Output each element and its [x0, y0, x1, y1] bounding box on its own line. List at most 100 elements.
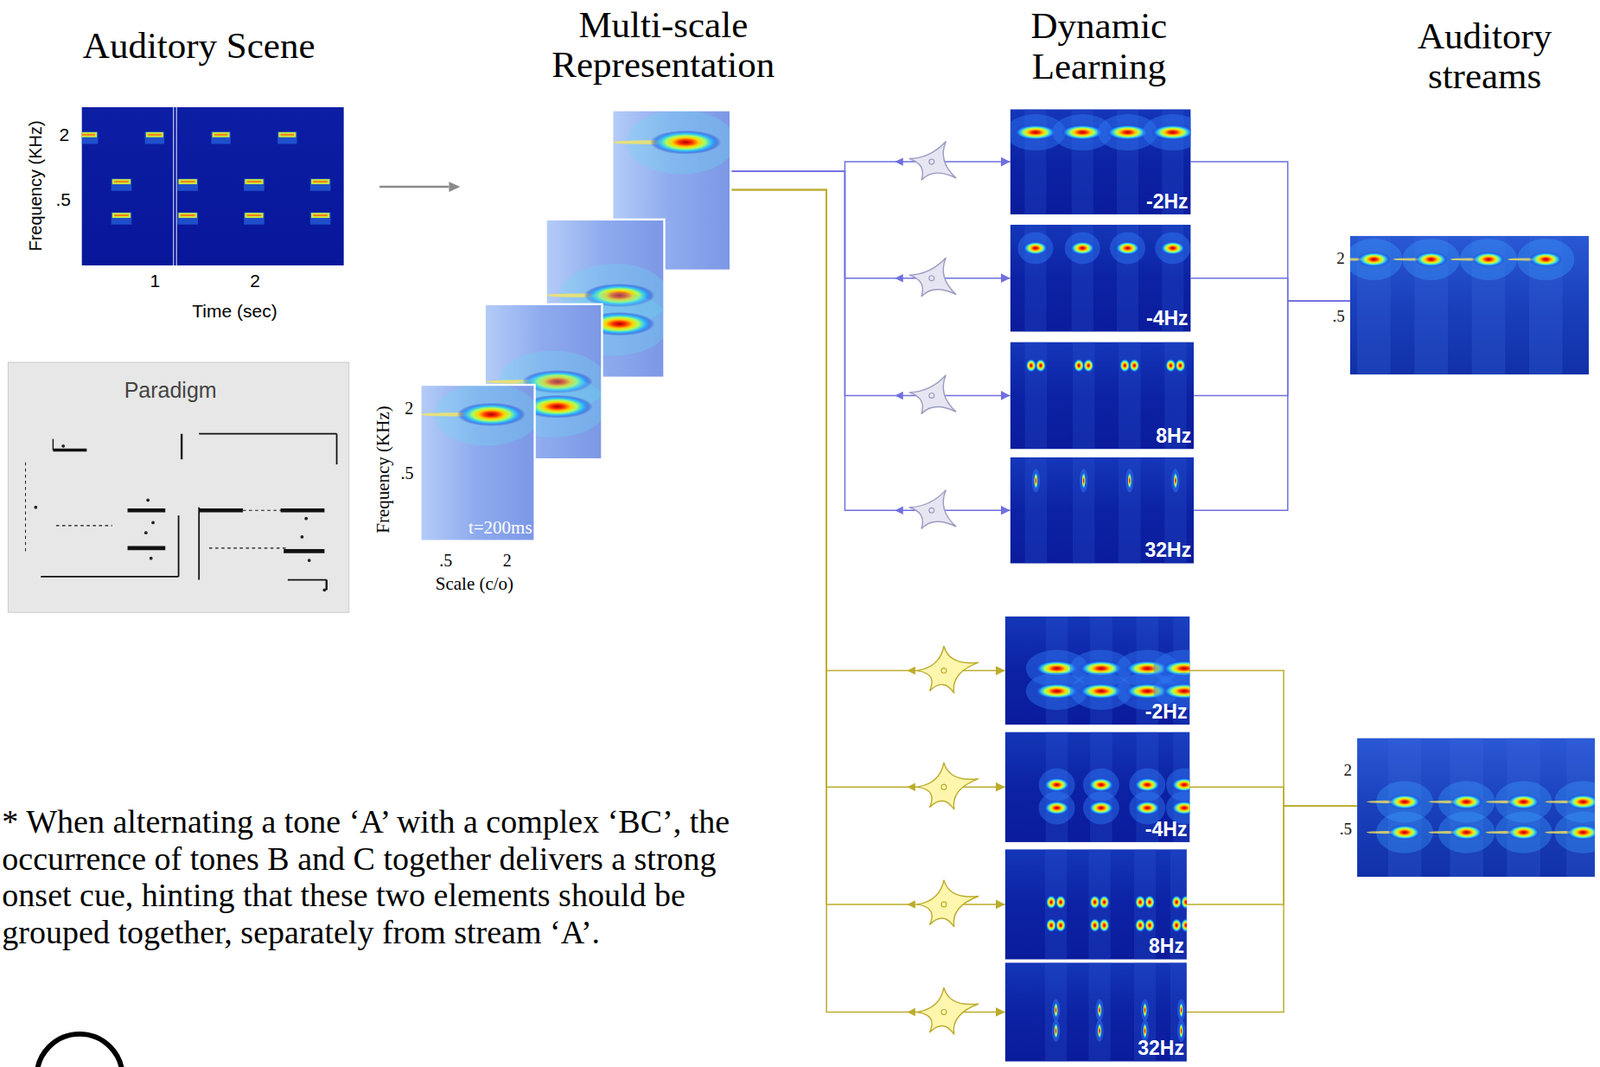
- response-blob: [1035, 358, 1047, 373]
- paradigm-line: [242, 509, 287, 511]
- response-blob: [1098, 917, 1110, 933]
- learning-panel: [1010, 457, 1194, 564]
- response-halo: [1017, 231, 1053, 264]
- tone-core: [312, 180, 328, 183]
- tone-core: [147, 133, 161, 136]
- response-blob: [1081, 471, 1086, 490]
- paradigm-line: [52, 439, 54, 451]
- tone-core: [114, 180, 129, 183]
- tone-bar: [244, 212, 263, 218]
- axis-tick: .5: [439, 550, 453, 571]
- response-blob: [1115, 241, 1141, 255]
- learning-panel-box: 32Hz: [1010, 457, 1194, 564]
- response-blob: [1144, 894, 1156, 910]
- tone-glow: [78, 131, 98, 144]
- learning-panel-ground: [1005, 731, 1191, 842]
- tone-core: [312, 214, 328, 217]
- tone-bar: [112, 178, 131, 185]
- connector: [1191, 161, 1351, 301]
- neuron-arrowhead: [906, 666, 915, 675]
- response-halo: [1039, 790, 1076, 824]
- tone-bar: [146, 132, 164, 138]
- response-blob: [1171, 800, 1198, 816]
- paradigm-line: [25, 458, 26, 551]
- tone-bar: [244, 178, 263, 185]
- axis-tick: 2: [1344, 760, 1353, 780]
- learning-panel: [1005, 616, 1216, 725]
- response-blob: [1134, 894, 1147, 910]
- circle-mark: [36, 1033, 122, 1067]
- neuron-nucleus: [929, 159, 935, 165]
- response-blob: [1026, 358, 1038, 373]
- connector: [730, 190, 1006, 671]
- connector: [1189, 786, 1358, 806]
- connector: [730, 161, 1010, 172]
- time-marker: [172, 107, 174, 266]
- stream-blob: [1529, 251, 1563, 268]
- neuron-arrowhead: [906, 782, 915, 791]
- response-blob: [1174, 358, 1186, 373]
- stream-panel-box: 2.5: [1350, 235, 1589, 376]
- stream-panel: [1335, 235, 1589, 376]
- response-blob: [1128, 358, 1141, 373]
- stream-blob: [1449, 794, 1484, 810]
- connector: [730, 190, 1006, 788]
- tone-core: [180, 180, 196, 183]
- response-blob: [1098, 894, 1110, 910]
- learning-panel-ground: [1005, 848, 1187, 959]
- neuron-arrowhead: [894, 506, 903, 515]
- response-blob: [1070, 241, 1096, 255]
- response-band: [1025, 457, 1047, 564]
- connector: [730, 171, 1010, 510]
- stream-blob: [1357, 251, 1391, 268]
- response-blob: [1165, 358, 1177, 373]
- response-band: [1072, 341, 1095, 449]
- response-blob: [1088, 777, 1115, 792]
- paradigm-line: [198, 508, 243, 513]
- axis-tick: .5: [55, 189, 71, 211]
- neuron: [894, 375, 957, 415]
- response-blob: [1144, 917, 1156, 933]
- response-blob: [1089, 894, 1101, 910]
- response-blob: [1097, 1000, 1103, 1018]
- response-band: [1118, 457, 1141, 564]
- tone-core: [247, 214, 262, 217]
- response-blob: [1088, 800, 1115, 816]
- neuron-body: [909, 375, 957, 415]
- response-blob: [1053, 1000, 1059, 1018]
- neuron: [906, 987, 979, 1034]
- axis-tick: .5: [1339, 819, 1352, 839]
- paradigm-dot: [144, 530, 148, 535]
- paradigm-inset: [7, 362, 349, 612]
- response-blob: [1161, 682, 1206, 700]
- stream-band: [1472, 235, 1506, 376]
- response-blob: [1171, 777, 1198, 792]
- paradigm-line: [209, 547, 287, 549]
- tone-core: [280, 133, 294, 136]
- learning-panel-ground: [1005, 962, 1187, 1062]
- connector: [730, 190, 1006, 1013]
- neuron-arrowhead: [894, 274, 903, 282]
- stream-band: [1357, 235, 1391, 376]
- stream-blob: [1566, 794, 1600, 810]
- response-blob: [1022, 241, 1048, 255]
- connector: [1193, 300, 1351, 396]
- tone-glow: [210, 131, 230, 144]
- neuron-arrowhead: [906, 899, 915, 908]
- response-blob: [1055, 917, 1067, 933]
- connector: [730, 171, 1010, 396]
- response-blob: [1044, 777, 1071, 792]
- neuron-arrowhead: [894, 391, 903, 400]
- response-halo: [1141, 999, 1149, 1021]
- stream-blob: [1506, 794, 1541, 810]
- rate-label: 8Hz: [1155, 425, 1192, 447]
- paradigm-dot: [151, 521, 155, 525]
- paradigm-line: [336, 433, 338, 465]
- axis-tick: 2: [404, 398, 414, 419]
- response-blob: [1073, 358, 1085, 373]
- tone-glow: [177, 212, 198, 225]
- paradigm-line: [127, 546, 166, 551]
- response-blob: [1119, 358, 1131, 373]
- panel-heading: Multi-scale Representation: [533, 5, 793, 86]
- panel-heading: Auditory Scene: [82, 24, 316, 67]
